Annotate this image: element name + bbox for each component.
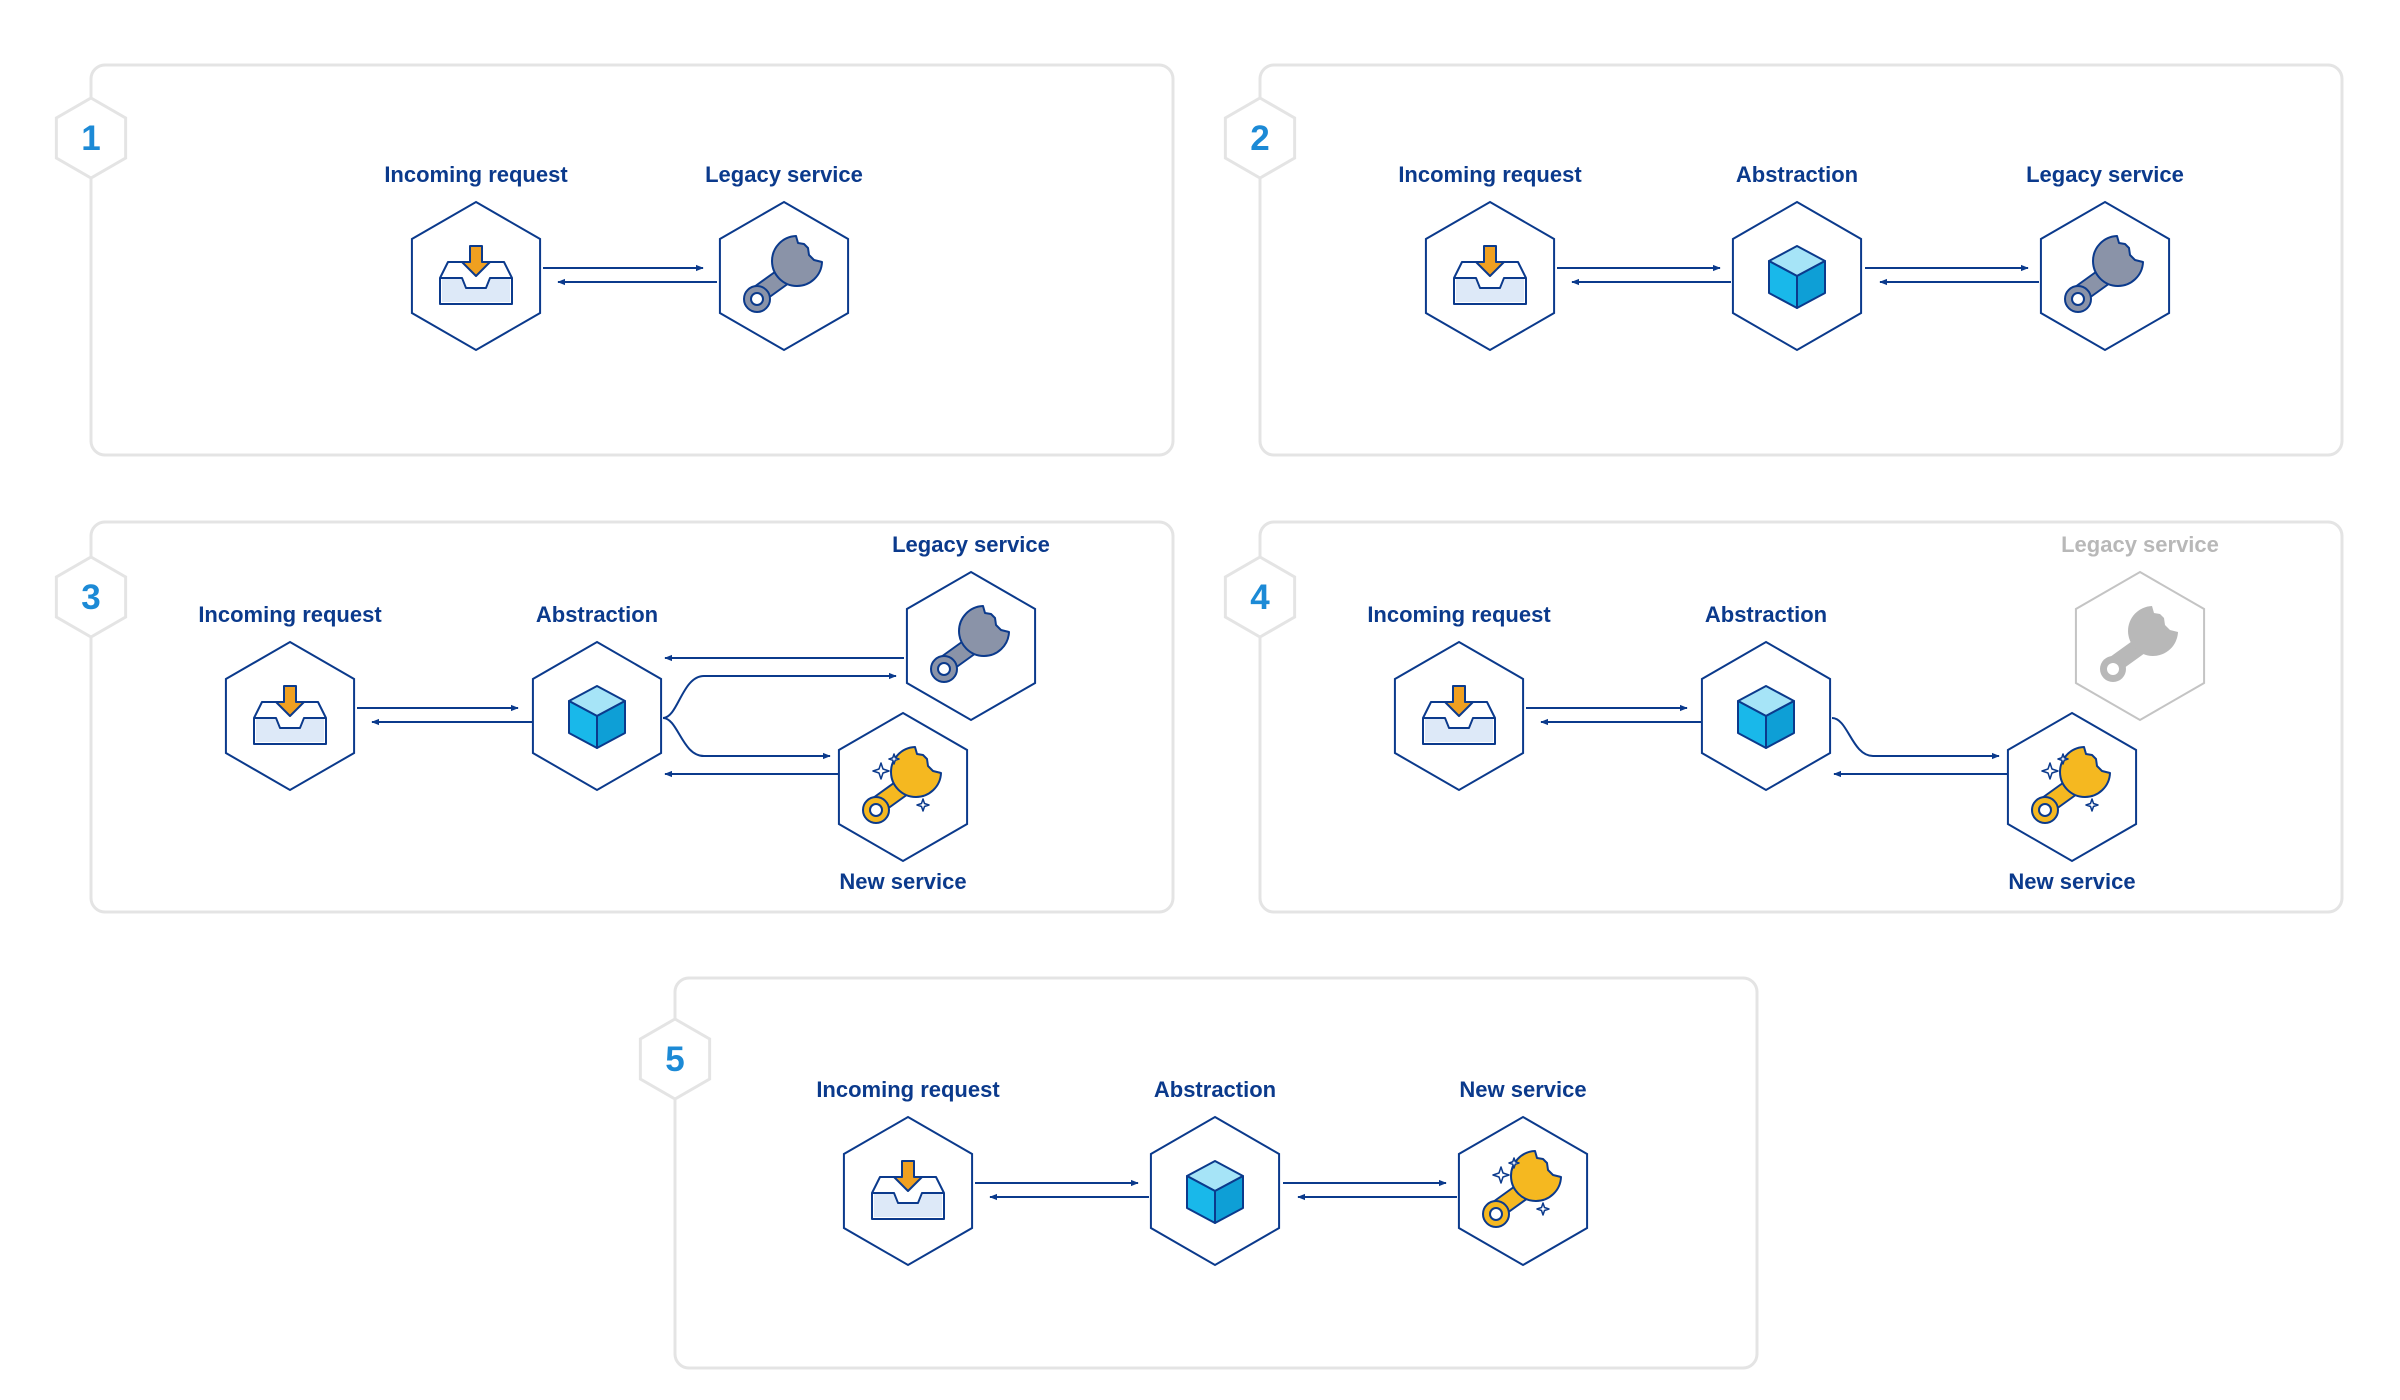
sparkle-icon (1536, 1202, 1550, 1216)
sparkle-icon (2057, 753, 2069, 765)
panel-frame (89, 63, 1175, 457)
node-label: Legacy service (2026, 162, 2184, 187)
flow-arrow (1831, 717, 2000, 760)
step-number-badge (1223, 555, 1297, 639)
sparkle-icon (916, 798, 930, 812)
node-incoming: Incoming request (1367, 602, 1551, 792)
node-label: New service (839, 869, 966, 894)
wrench-icon (743, 235, 823, 313)
sparkle-icon (888, 753, 900, 765)
node-label: New service (1459, 1077, 1586, 1102)
node-new: New service (1457, 1077, 1589, 1267)
sparkle-icon (1492, 1166, 1510, 1184)
node-incoming: Incoming request (198, 602, 382, 792)
node-label: Incoming request (1367, 602, 1551, 627)
node-abstraction: Abstraction (1149, 1077, 1281, 1267)
node-incoming: Incoming request (384, 162, 568, 352)
node-legacy: Legacy service (2061, 532, 2219, 722)
step-number-badge (54, 555, 128, 639)
sparkle-icon (872, 762, 890, 780)
node-legacy: Legacy service (892, 532, 1050, 722)
node-abstraction: Abstraction (1700, 602, 1832, 792)
node-abstraction: Abstraction (1731, 162, 1863, 352)
node-label: Incoming request (1398, 162, 1582, 187)
node-label: Abstraction (1154, 1077, 1276, 1102)
node-legacy: Legacy service (2026, 162, 2184, 352)
wrench-icon (2100, 606, 2178, 682)
node-label: Incoming request (384, 162, 568, 187)
wrench-icon (2064, 235, 2144, 313)
node-label: Abstraction (1736, 162, 1858, 187)
flow-arrow (662, 717, 831, 760)
sparkle-wrench-icon (1482, 1150, 1562, 1228)
node-label: Incoming request (198, 602, 382, 627)
step-number: 4 (1250, 578, 1270, 617)
flow-arrow (662, 672, 897, 719)
sparkle-icon (1508, 1157, 1520, 1169)
sparkle-icon (2085, 798, 2099, 812)
node-incoming: Incoming request (816, 1077, 1000, 1267)
step-number-badge (1223, 96, 1297, 180)
node-new: New service (2006, 711, 2138, 894)
node-new: New service (837, 711, 969, 894)
sparkle-icon (2041, 762, 2059, 780)
node-label: Abstraction (536, 602, 658, 627)
node-label: Abstraction (1705, 602, 1827, 627)
node-label: New service (2008, 869, 2135, 894)
wrench-icon (930, 605, 1010, 683)
step-number: 5 (665, 1040, 684, 1079)
sparkle-wrench-icon (862, 746, 942, 824)
step-number: 2 (1250, 119, 1269, 158)
node-incoming: Incoming request (1398, 162, 1582, 352)
step-number: 3 (81, 578, 100, 617)
node-abstraction: Abstraction (531, 602, 663, 792)
step-number: 1 (81, 119, 100, 158)
sparkle-wrench-icon (2031, 746, 2111, 824)
step-number-badge (54, 96, 128, 180)
node-label: Legacy service (705, 162, 863, 187)
node-label: Legacy service (2061, 532, 2219, 557)
node-legacy: Legacy service (705, 162, 863, 352)
node-label: Incoming request (816, 1077, 1000, 1102)
step-number-badge (638, 1017, 712, 1101)
node-label: Legacy service (892, 532, 1050, 557)
